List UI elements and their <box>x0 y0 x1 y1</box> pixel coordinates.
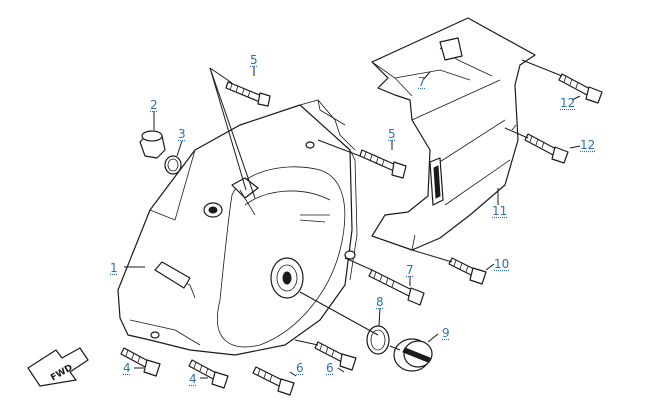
bolt-4-right <box>188 359 229 389</box>
o-ring-small-part <box>164 155 182 175</box>
bolts <box>120 73 603 396</box>
callout-5-upper[interactable]: 5 <box>250 53 258 67</box>
bolt-5-upper <box>225 81 271 107</box>
callout-5-middle[interactable]: 5 <box>388 127 396 141</box>
callout-12-upper[interactable]: 12 <box>560 96 576 110</box>
bolt-7 <box>368 269 425 306</box>
callout-7-cover[interactable]: 7 <box>418 75 426 89</box>
bolt-6-right <box>314 341 357 371</box>
bolt-6-left <box>252 366 295 396</box>
callout-2[interactable]: 2 <box>150 98 158 112</box>
bolt-10 <box>448 257 487 285</box>
callout-11[interactable]: 11 <box>492 204 508 218</box>
callout-10[interactable]: 10 <box>494 257 510 271</box>
plug-part <box>393 338 433 372</box>
callout-12-lower[interactable]: 12 <box>580 138 596 152</box>
bolt-12-upper <box>558 73 603 104</box>
callout-6-right[interactable]: 6 <box>326 361 334 375</box>
callout-1[interactable]: 1 <box>110 261 118 275</box>
callout-7-bolt[interactable]: 7 <box>406 263 414 277</box>
forward-direction-arrow-icon: FWD <box>27 347 89 387</box>
crankcase-cover-part <box>117 99 358 356</box>
oil-filler-cap-part <box>139 130 166 159</box>
bolt-12-lower <box>524 133 569 164</box>
upper-cover-part <box>371 17 536 251</box>
bolt-5-middle <box>359 149 407 179</box>
callout-3[interactable]: 3 <box>178 127 186 141</box>
callout-4-right[interactable]: 4 <box>189 372 197 386</box>
leader-lines <box>124 59 581 379</box>
callout-9[interactable]: 9 <box>442 326 450 340</box>
callout-6-left[interactable]: 6 <box>296 361 304 375</box>
callout-4-left[interactable]: 4 <box>123 361 131 375</box>
callout-8[interactable]: 8 <box>376 295 384 309</box>
bolt-4-left <box>120 347 161 377</box>
o-ring-large-part <box>366 325 390 355</box>
